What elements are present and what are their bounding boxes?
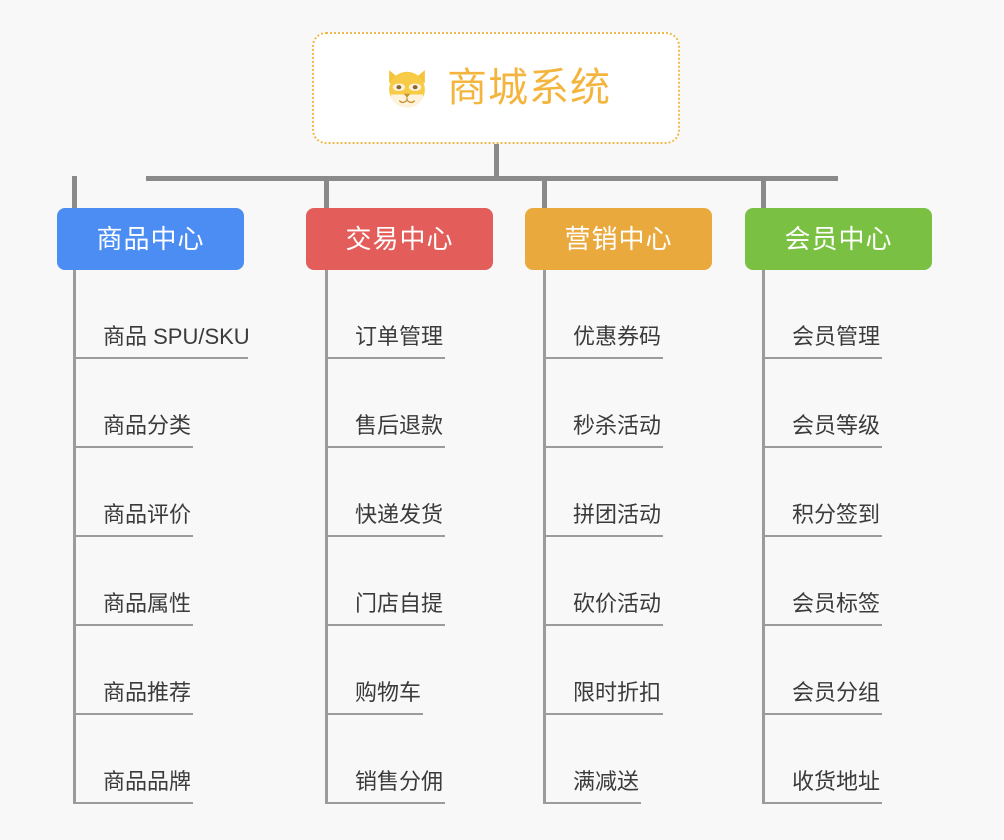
leaf-item-underline — [73, 446, 193, 448]
connector-drop-product-center — [72, 176, 77, 210]
leaf-item[interactable]: 积分签到 — [762, 448, 892, 537]
leaf-item-label: 商品属性 — [103, 590, 192, 616]
leaf-column-product-center: 商品 SPU/SKU 商品分类商品评价商品属性商品推荐商品品牌 — [73, 270, 293, 804]
leaf-item-label: 限时折扣 — [573, 679, 662, 705]
category-box-marketing-center[interactable]: 营销中心 — [525, 208, 712, 270]
leaf-item[interactable]: 售后退款 — [325, 359, 455, 448]
leaf-item-label: 售后退款 — [355, 412, 444, 438]
leaf-item-label: 优惠券码 — [573, 323, 662, 349]
leaf-item[interactable]: 满减送 — [543, 715, 651, 804]
leaf-column-marketing-center: 优惠券码秒杀活动拼团活动砍价活动限时折扣满减送 — [543, 270, 763, 804]
category-box-member-center[interactable]: 会员中心 — [745, 208, 932, 270]
leaf-item[interactable]: 商品推荐 — [73, 626, 203, 715]
leaf-item[interactable]: 收货地址 — [762, 715, 892, 804]
leaf-item-underline — [73, 357, 248, 359]
leaf-column-trade-center: 订单管理售后退款快递发货门店自提购物车销售分佣 — [325, 270, 545, 804]
leaf-item[interactable]: 销售分佣 — [325, 715, 455, 804]
leaf-item[interactable]: 购物车 — [325, 626, 433, 715]
column-spine-marketing-center — [543, 270, 546, 804]
category-label-product-center: 商品中心 — [96, 224, 205, 254]
leaf-item-underline — [543, 535, 663, 537]
leaf-item[interactable]: 会员标签 — [762, 537, 892, 626]
leaf-item-label: 会员分组 — [792, 679, 881, 705]
category-label-trade-center: 交易中心 — [345, 224, 454, 254]
leaf-item[interactable]: 订单管理 — [325, 270, 455, 359]
leaf-item-underline — [73, 535, 193, 537]
leaf-item[interactable]: 商品品牌 — [73, 715, 203, 804]
leaf-item-label: 购物车 — [355, 679, 422, 705]
leaf-item-label: 会员等级 — [792, 412, 881, 438]
leaf-item-label: 商品品牌 — [103, 768, 192, 794]
leaf-item-label: 商品推荐 — [103, 679, 192, 705]
leaf-item-label: 销售分佣 — [355, 768, 444, 794]
leaf-item[interactable]: 商品评价 — [73, 448, 203, 537]
leaf-item-label: 秒杀活动 — [573, 412, 662, 438]
connector-root-stem — [494, 144, 499, 180]
leaf-item-underline — [762, 624, 882, 626]
category-label-marketing-center: 营销中心 — [564, 224, 673, 254]
leaf-item-label: 砍价活动 — [573, 590, 662, 616]
leaf-item[interactable]: 商品分类 — [73, 359, 203, 448]
leaf-item[interactable]: 快递发货 — [325, 448, 455, 537]
leaf-item-label: 拼团活动 — [573, 501, 662, 527]
dog-face-icon — [389, 70, 425, 108]
connector-drop-marketing-center — [542, 176, 547, 210]
leaf-item-label: 会员标签 — [792, 590, 881, 616]
connector-horizontal-bar — [146, 176, 838, 181]
leaf-item[interactable]: 优惠券码 — [543, 270, 673, 359]
leaf-item-label: 门店自提 — [355, 590, 444, 616]
leaf-item-underline — [762, 713, 882, 715]
leaf-item-label: 商品评价 — [103, 501, 192, 527]
leaf-item-label: 订单管理 — [355, 323, 444, 349]
leaf-item-label: 积分签到 — [792, 501, 881, 527]
leaf-item-underline — [73, 802, 193, 804]
leaf-item-underline — [762, 535, 882, 537]
leaf-item-label: 商品分类 — [103, 412, 192, 438]
column-spine-member-center — [762, 270, 765, 804]
leaf-item-underline — [325, 624, 445, 626]
leaf-item[interactable]: 会员等级 — [762, 359, 892, 448]
leaf-item-underline — [73, 713, 193, 715]
leaf-item-underline — [543, 624, 663, 626]
leaf-item-underline — [543, 357, 663, 359]
root-node-label: 商城系统 — [447, 66, 611, 110]
leaf-item-underline — [762, 446, 882, 448]
column-spine-trade-center — [325, 270, 328, 804]
leaf-item-underline — [543, 713, 663, 715]
leaf-item-underline — [762, 357, 882, 359]
leaf-item-label: 收货地址 — [792, 768, 881, 794]
leaf-item-label: 商品 SPU/SKU — [103, 323, 250, 349]
column-spine-product-center — [73, 270, 76, 804]
leaf-item[interactable]: 会员管理 — [762, 270, 892, 359]
connector-drop-member-center — [761, 176, 766, 210]
category-label-member-center: 会员中心 — [784, 224, 893, 254]
leaf-item-label: 会员管理 — [792, 323, 881, 349]
leaf-item-underline — [543, 802, 641, 804]
leaf-item[interactable]: 商品属性 — [73, 537, 203, 626]
leaf-item-underline — [325, 446, 445, 448]
leaf-item[interactable]: 秒杀活动 — [543, 359, 673, 448]
leaf-item-underline — [73, 624, 193, 626]
root-node-shopping-mall-system[interactable]: 商城系统 — [312, 32, 680, 144]
leaf-item-underline — [762, 802, 882, 804]
leaf-column-member-center: 会员管理会员等级积分签到会员标签会员分组收货地址 — [762, 270, 982, 804]
category-box-product-center[interactable]: 商品中心 — [57, 208, 244, 270]
connector-drop-trade-center — [324, 176, 329, 210]
leaf-item[interactable]: 商品 SPU/SKU — [73, 270, 258, 359]
leaf-item[interactable]: 限时折扣 — [543, 626, 673, 715]
leaf-item-underline — [325, 802, 445, 804]
leaf-item-underline — [325, 357, 445, 359]
leaf-item[interactable]: 拼团活动 — [543, 448, 673, 537]
leaf-item-label: 快递发货 — [355, 501, 444, 527]
leaf-item[interactable]: 砍价活动 — [543, 537, 673, 626]
leaf-item[interactable]: 会员分组 — [762, 626, 892, 715]
leaf-item[interactable]: 门店自提 — [325, 537, 455, 626]
leaf-item-underline — [543, 446, 663, 448]
leaf-item-label: 满减送 — [573, 768, 640, 794]
leaf-item-underline — [325, 713, 423, 715]
leaf-item-underline — [325, 535, 445, 537]
category-box-trade-center[interactable]: 交易中心 — [306, 208, 493, 270]
